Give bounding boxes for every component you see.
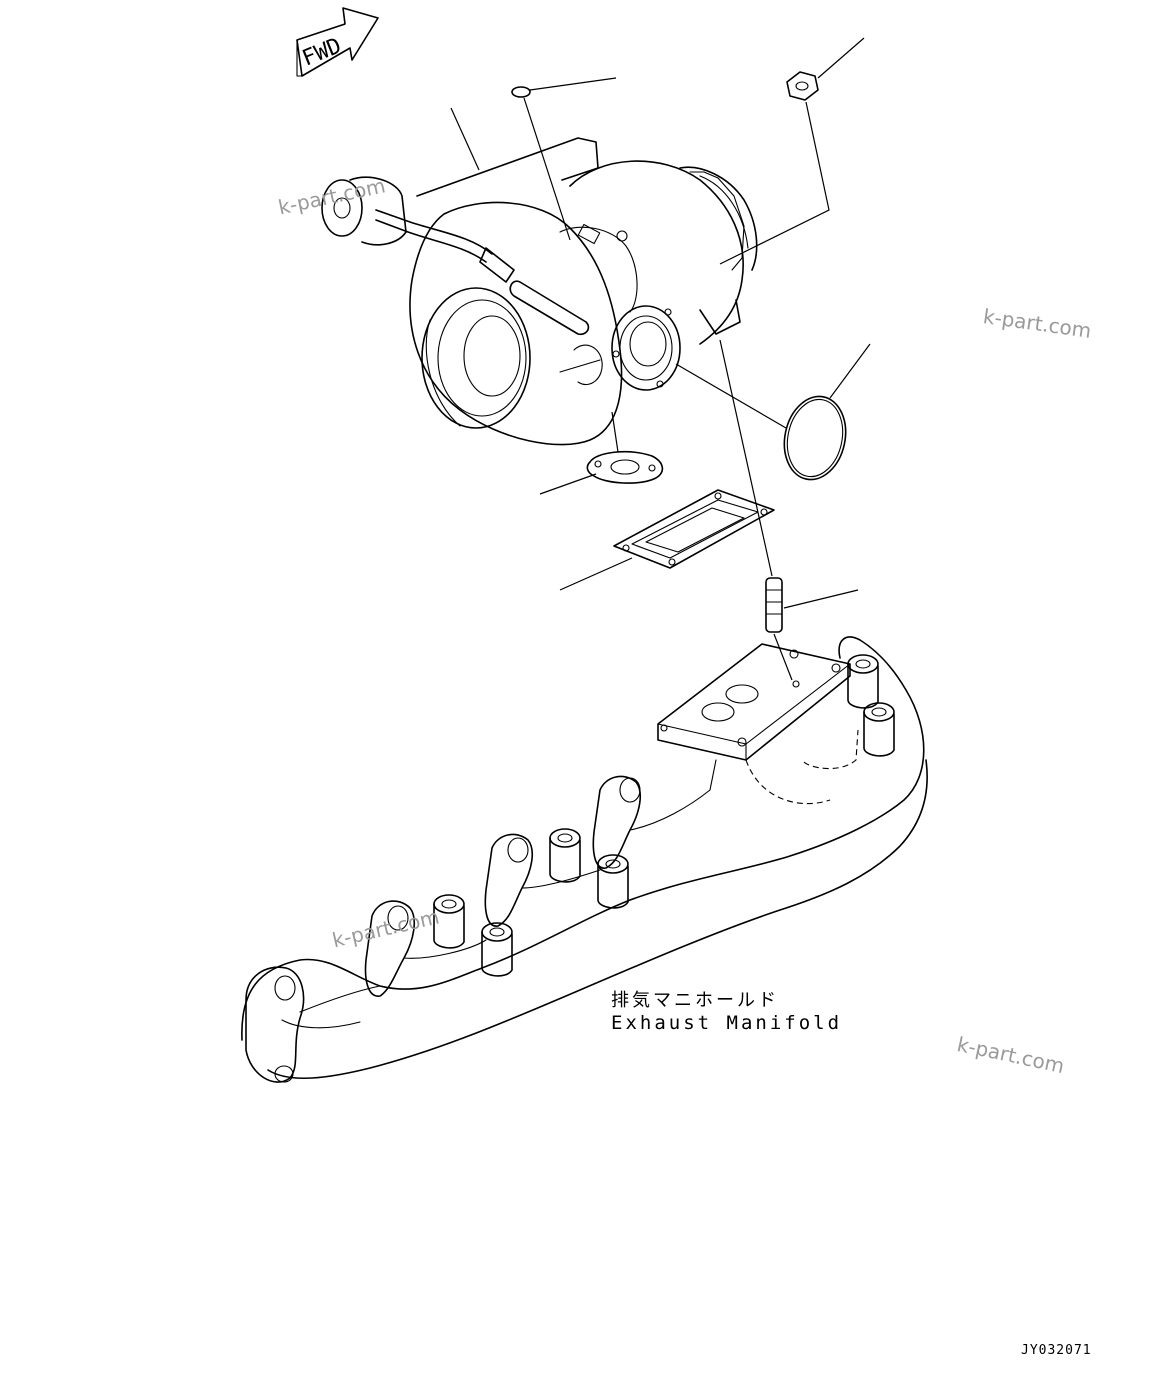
part-name-english: Exhaust Manifold — [611, 1012, 843, 1034]
fwd-arrow: FWD — [296, 7, 379, 77]
manifold-boss — [597, 854, 629, 909]
fwd-arrow-label: FWD — [299, 33, 345, 71]
drawing-code: JY032071 — [1021, 1343, 1092, 1358]
manifold-boss — [549, 828, 581, 883]
flange-nut — [719, 37, 865, 265]
oil-drain-gasket — [539, 411, 664, 495]
part-name-japanese: 排気マニホールド — [611, 990, 779, 1011]
exhaust-manifold — [241, 636, 928, 1083]
small-o-ring — [511, 77, 617, 241]
turbocharger — [321, 107, 758, 446]
stud-bolt — [719, 339, 859, 681]
manifold-boss — [481, 922, 513, 977]
manifold-boss — [433, 894, 465, 949]
turbo-mounting-gasket — [559, 489, 775, 591]
manifold-boss — [863, 702, 895, 757]
large-o-ring — [675, 343, 871, 481]
manifold-boss — [847, 654, 879, 709]
